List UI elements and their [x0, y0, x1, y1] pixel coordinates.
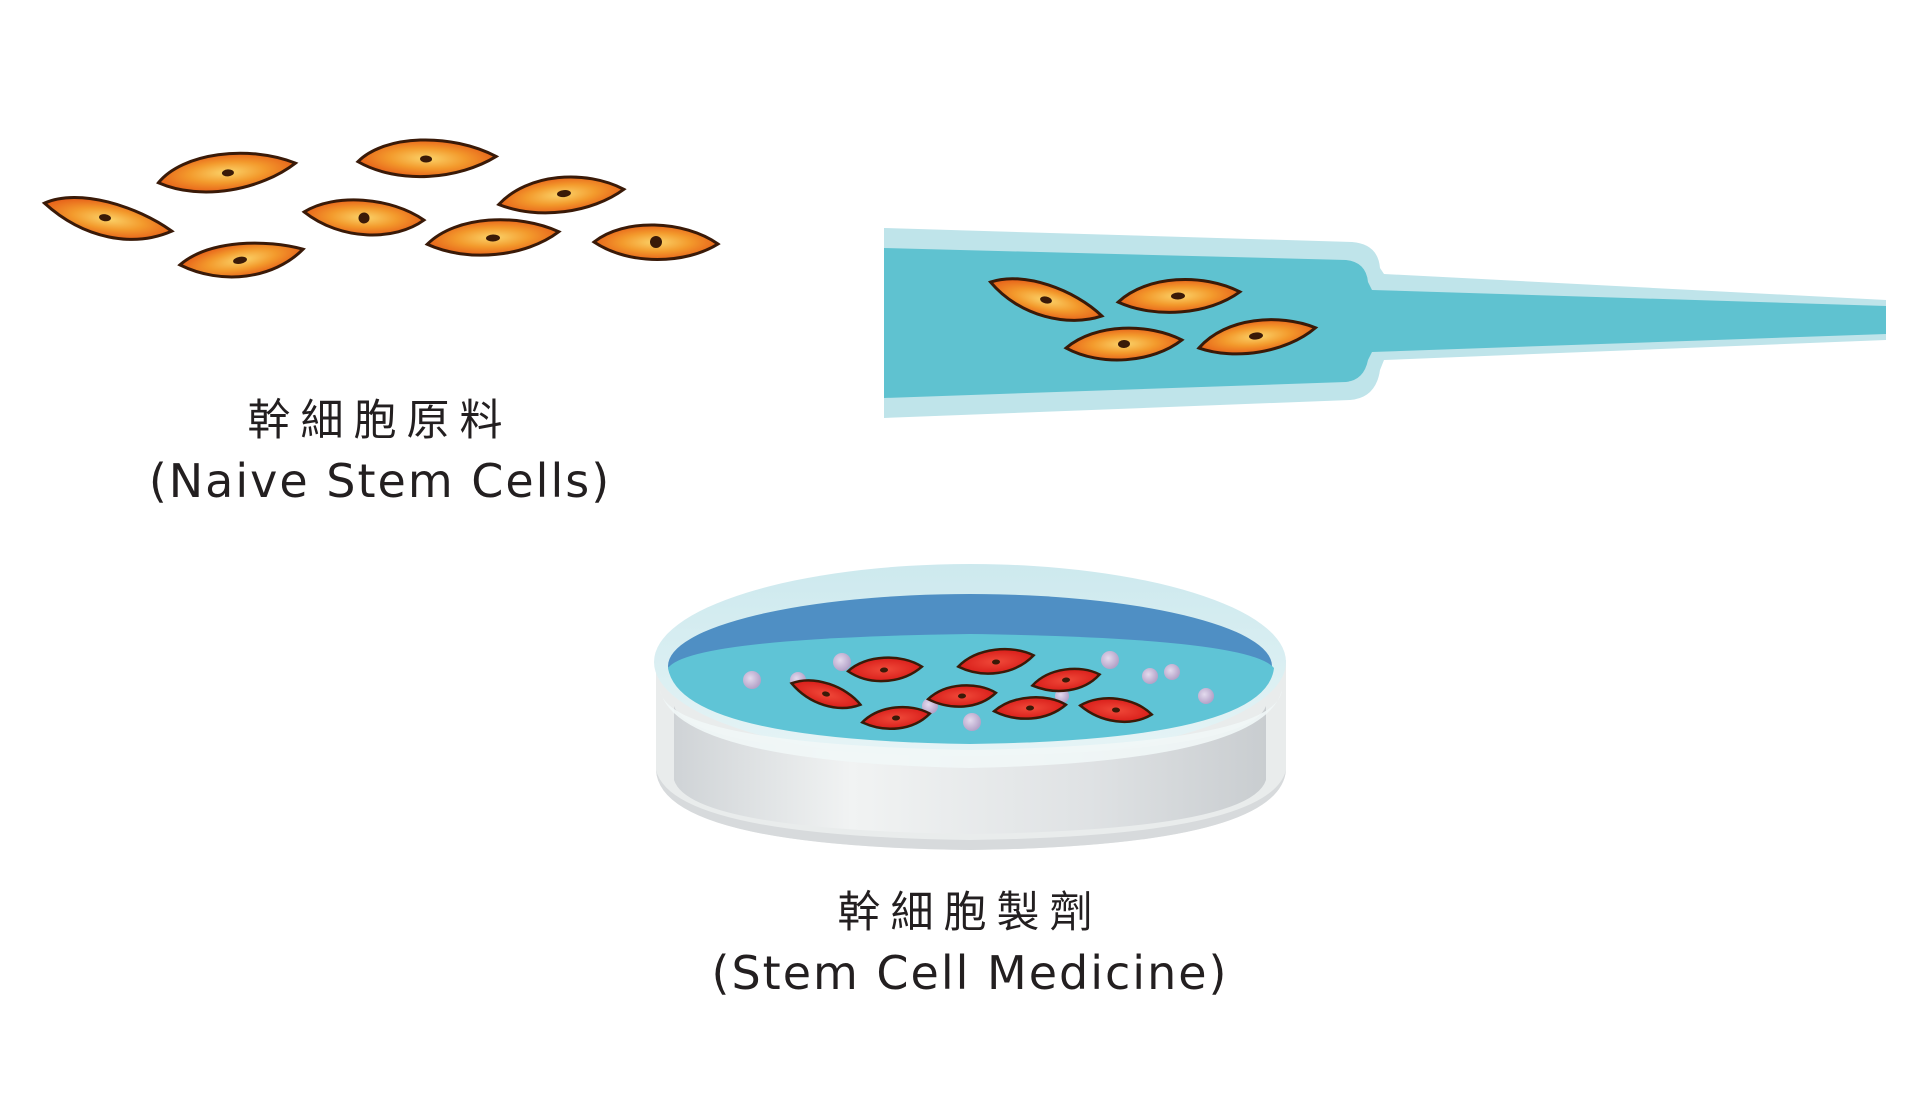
- red-spindle-cell-icon: [1030, 667, 1102, 693]
- naive-cell-icon: [591, 223, 721, 261]
- red-spindle-cell-icon: [956, 647, 1036, 675]
- naive-cell-icon: [987, 277, 1105, 322]
- red-spindle-cell-icon: [860, 705, 932, 730]
- naive-cell-icon: [301, 198, 427, 237]
- naive-stem-cells-caption: 幹細胞原料 (Naive Stem Cells): [130, 392, 630, 512]
- naive-stem-cells-title-en: (Naive Stem Cells): [148, 454, 612, 508]
- naive-cell-icon: [1063, 326, 1185, 362]
- stem-cell-medicine-title-zh: 幹細胞製劑: [837, 888, 1103, 938]
- naive-cell-icon: [41, 196, 175, 241]
- stem-cell-medicine-title-en: (Stem Cell Medicine): [711, 946, 1229, 1000]
- naive-cell-icon: [1115, 278, 1243, 314]
- medium-bubbles: [743, 651, 1214, 731]
- pipette-icon: [884, 228, 1886, 418]
- red-spindle-cell-icon: [846, 656, 924, 683]
- red-spindle-cell-icon: [925, 684, 998, 708]
- pipette-cells: [987, 277, 1319, 362]
- red-spindle-cell-icon: [991, 696, 1069, 720]
- naive-cell-icon: [1196, 318, 1319, 356]
- petri-dish-icon: [654, 564, 1286, 850]
- naive-stem-cells-title-zh: 幹細胞原料: [247, 396, 513, 446]
- red-spindle-cell-icon: [1078, 697, 1154, 724]
- naive-stem-cells-group: [41, 138, 721, 279]
- naive-cell-icon: [177, 241, 306, 279]
- stem-cell-medicine-caption: 幹細胞製劑 (Stem Cell Medicine): [700, 884, 1240, 1004]
- naive-cell-icon: [156, 151, 299, 194]
- medicine-cells: [789, 647, 1154, 730]
- naive-cell-icon: [424, 218, 562, 257]
- red-spindle-cell-icon: [789, 679, 863, 710]
- naive-cell-icon: [496, 175, 627, 215]
- naive-cell-icon: [355, 138, 500, 179]
